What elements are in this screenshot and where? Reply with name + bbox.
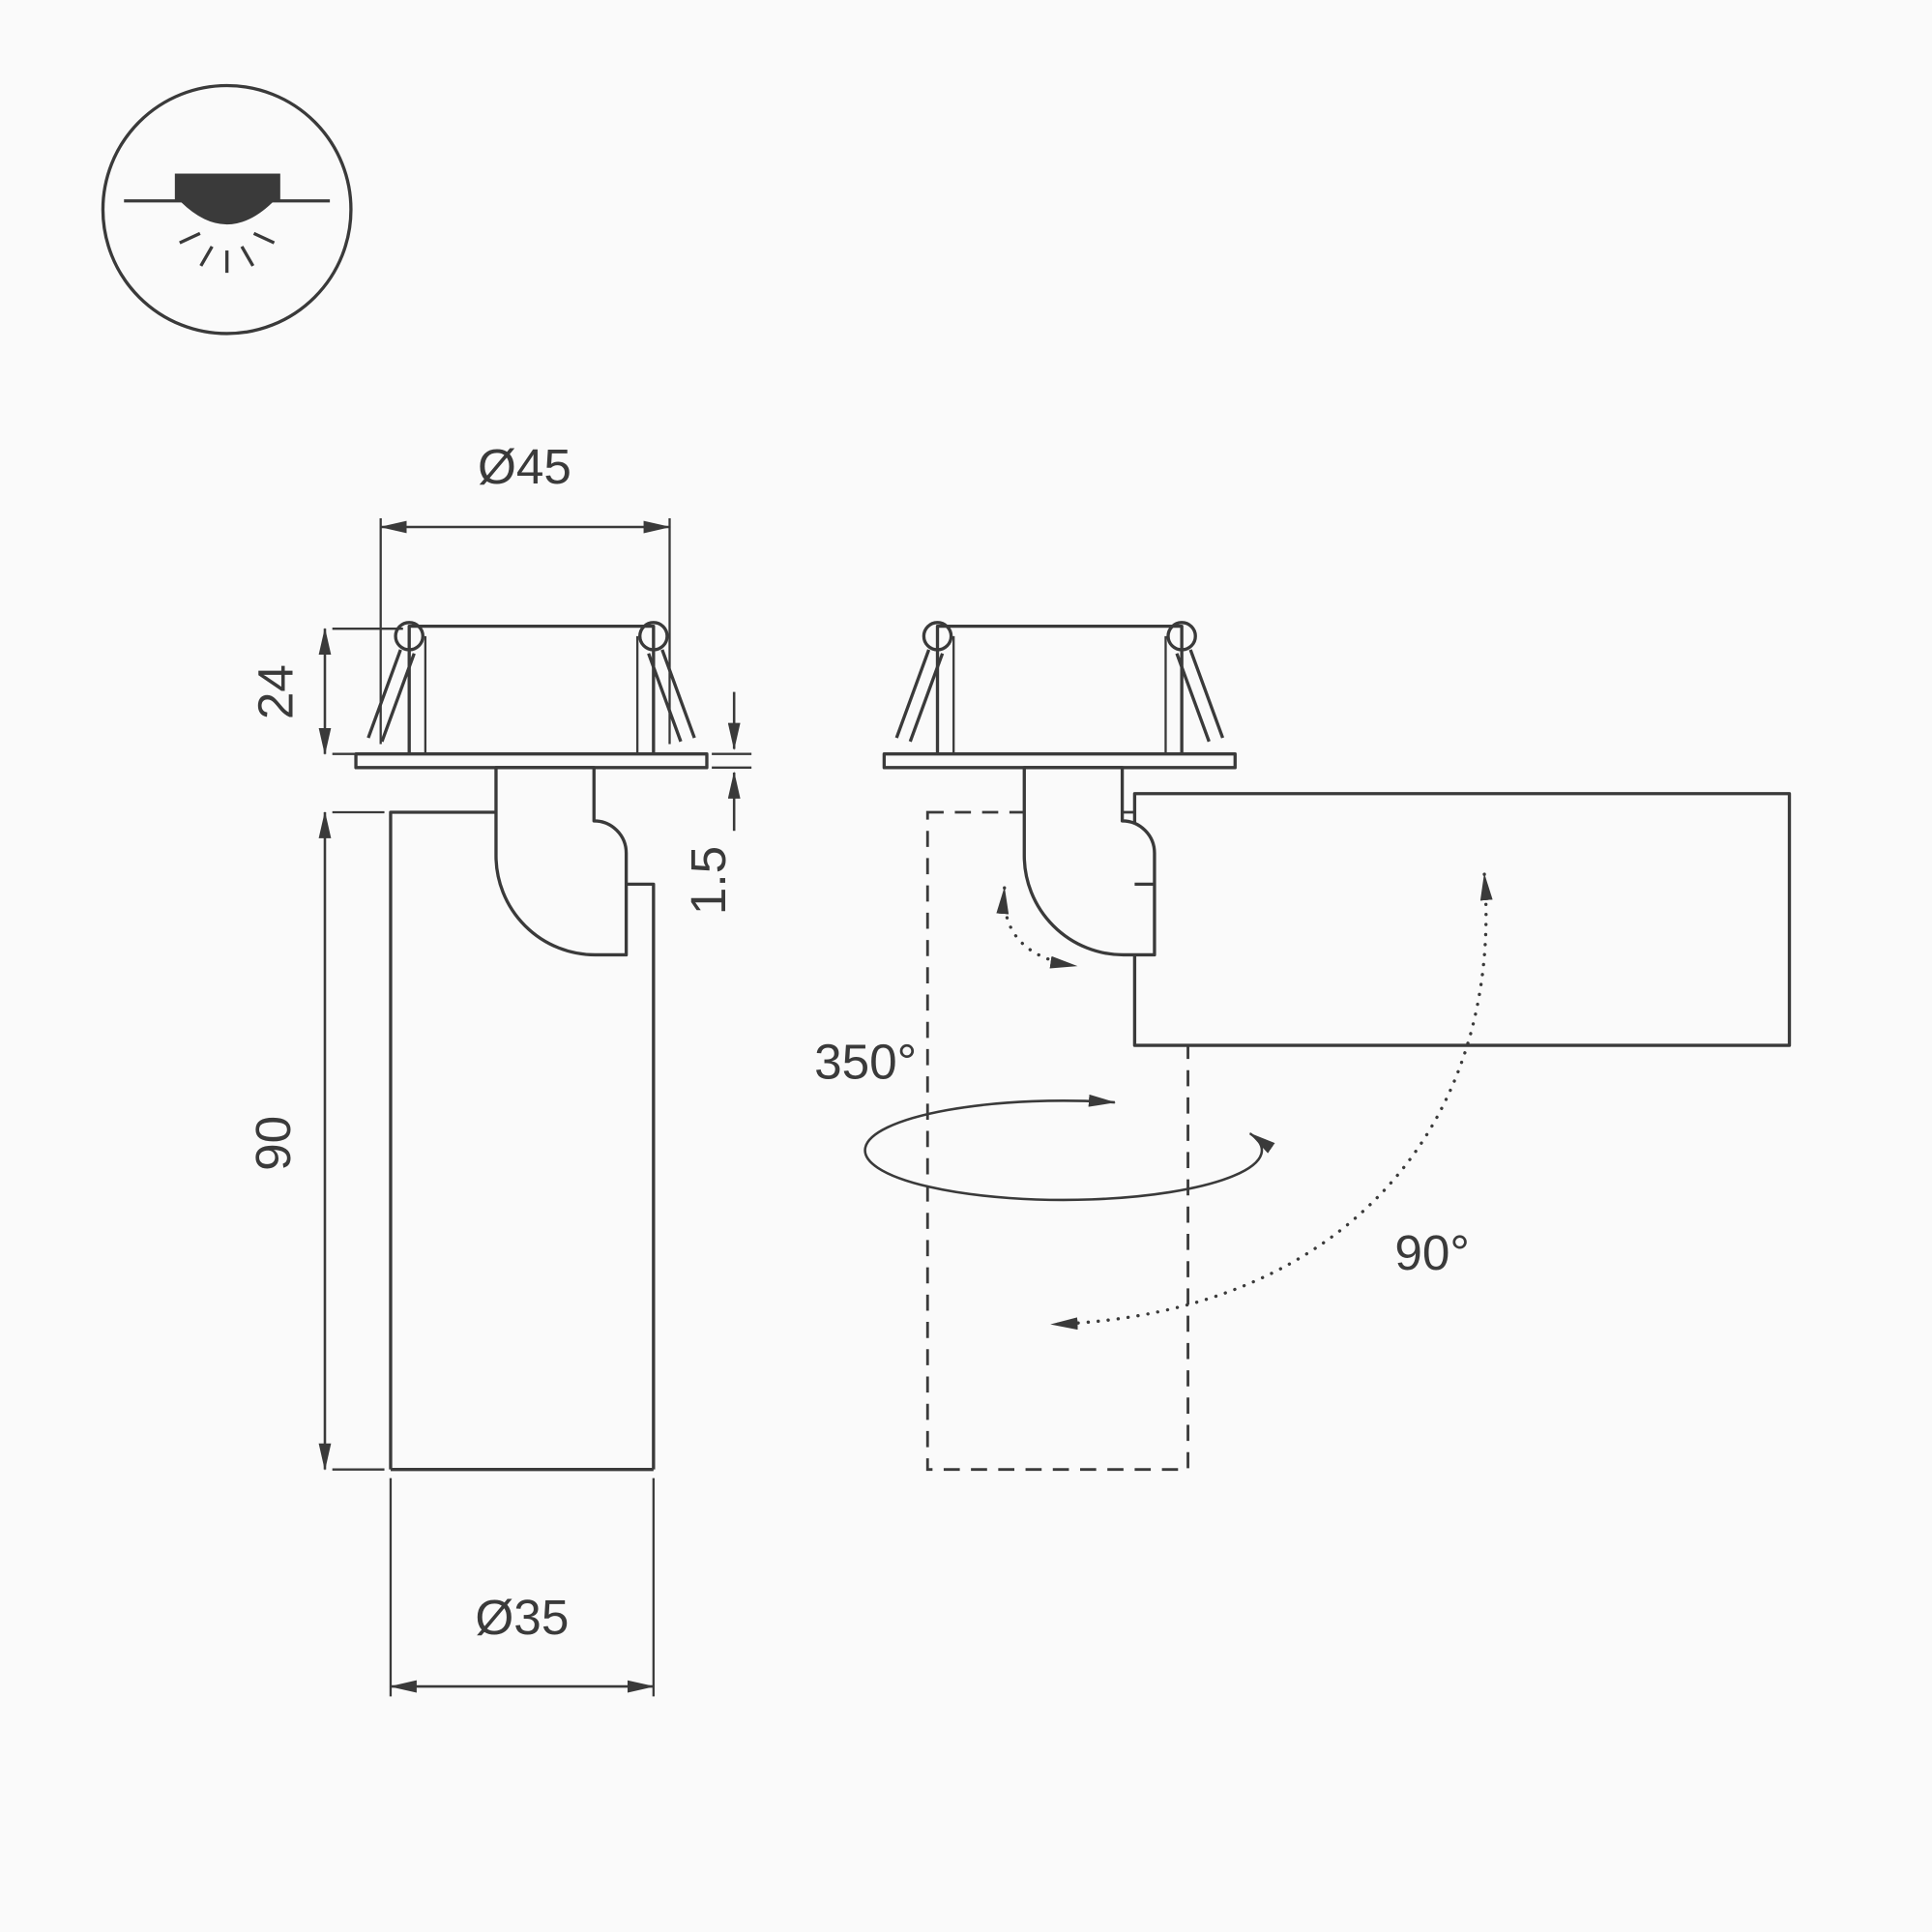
swivel-350-arrow [864, 1094, 1275, 1202]
dim-top-diameter-label: Ø45 [478, 439, 571, 494]
spring-pivot-left [394, 621, 424, 652]
spring-clip-right [1175, 649, 1225, 743]
rotation-view: 350° 90° [814, 621, 1792, 1472]
body-left-top-edge [389, 810, 496, 1470]
recessed-head [354, 621, 709, 770]
spring-pivot-left [922, 621, 953, 652]
icon-fixture-body [174, 173, 280, 201]
dim-flange-thickness-label: 1.5 [681, 846, 736, 915]
front-view: Ø45 24 1.5 90 Ø35 [246, 439, 752, 1697]
spot-body [389, 766, 656, 1472]
spring-clip-left [366, 649, 416, 743]
recessed-mount-icon [101, 83, 353, 336]
spring-pivot-right [638, 621, 669, 652]
body-rotated-horizontal [1132, 792, 1792, 1047]
dim-body-diameter: Ø35 [389, 1478, 656, 1697]
dim-recess-depth: 24 [249, 627, 403, 755]
body-right-edge-notch [626, 882, 656, 1470]
swivel-angle-label: 350° [814, 1035, 917, 1090]
recessed-head-right [882, 621, 1237, 770]
icon-lamp-dome [181, 202, 274, 225]
spring-clip-left [894, 649, 945, 743]
trim-cup [407, 624, 656, 756]
tilt-90-arrow [1049, 872, 1493, 1331]
trim-cup [935, 624, 1184, 756]
dim-top-diameter: Ø45 [379, 439, 671, 745]
spring-clip-right [647, 649, 696, 743]
dim-recess-depth-label: 24 [249, 664, 304, 719]
spring-pivot-right [1166, 621, 1197, 652]
flange [882, 752, 1237, 770]
icon-light-rays [179, 231, 276, 274]
dim-body-height: 90 [246, 810, 385, 1471]
flange [354, 752, 709, 770]
dim-flange-thickness: 1.5 [681, 691, 752, 915]
rotation-annotations: 350° 90° [814, 872, 1493, 1331]
icon-circle [101, 83, 353, 336]
dim-body-diameter-label: Ø35 [475, 1590, 569, 1645]
dim-body-height-label: 90 [246, 1116, 301, 1171]
tilt-angle-label: 90° [1394, 1225, 1470, 1280]
swivel-arm [494, 766, 629, 957]
